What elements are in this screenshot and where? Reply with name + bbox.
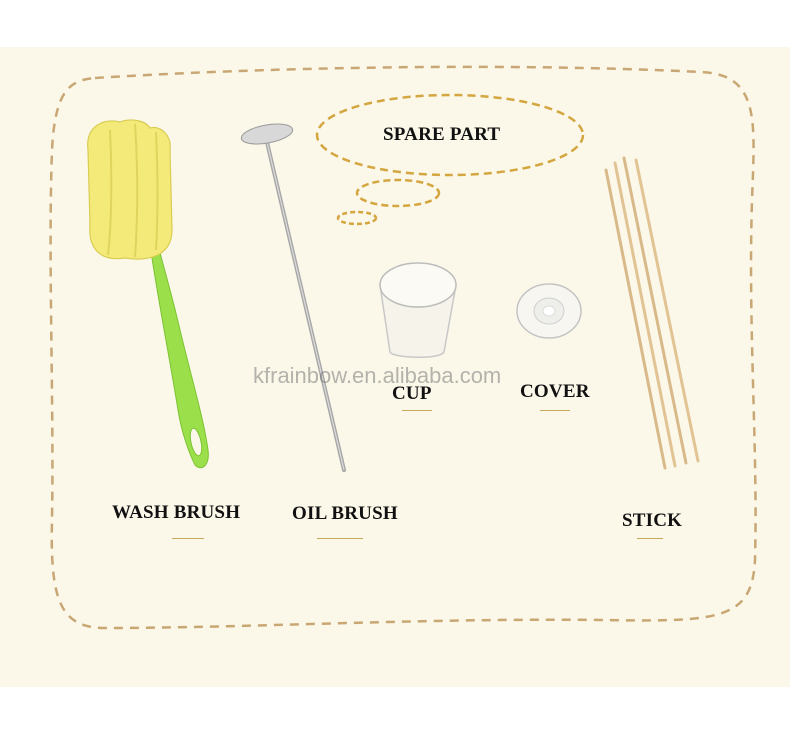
bubble-small bbox=[336, 210, 378, 226]
oil-brush-image bbox=[240, 123, 346, 472]
spare-part-title: SPARE PART bbox=[383, 124, 501, 145]
wash-brush-image bbox=[87, 119, 209, 469]
cover-label: COVER bbox=[520, 381, 590, 402]
cup-image bbox=[379, 262, 457, 358]
wash-brush-label: WASH BRUSH bbox=[112, 502, 241, 523]
stick-label: STICK bbox=[622, 510, 683, 531]
oil-brush-label: OIL BRUSH bbox=[292, 503, 398, 524]
wash-brush-underline bbox=[172, 538, 204, 539]
watermark-text: kfrainbow.en.alibaba.com bbox=[253, 363, 502, 388]
cup-label: CUP bbox=[392, 383, 432, 404]
spare-part-bubble bbox=[315, 93, 585, 177]
oil-brush-underline bbox=[317, 538, 363, 539]
cover-underline bbox=[540, 410, 570, 411]
bubble-medium bbox=[355, 178, 441, 208]
cup-underline bbox=[402, 410, 432, 411]
stick-underline bbox=[637, 538, 663, 539]
cover-image bbox=[516, 283, 582, 339]
dashed-border bbox=[49, 65, 757, 630]
stick-image bbox=[604, 156, 700, 470]
